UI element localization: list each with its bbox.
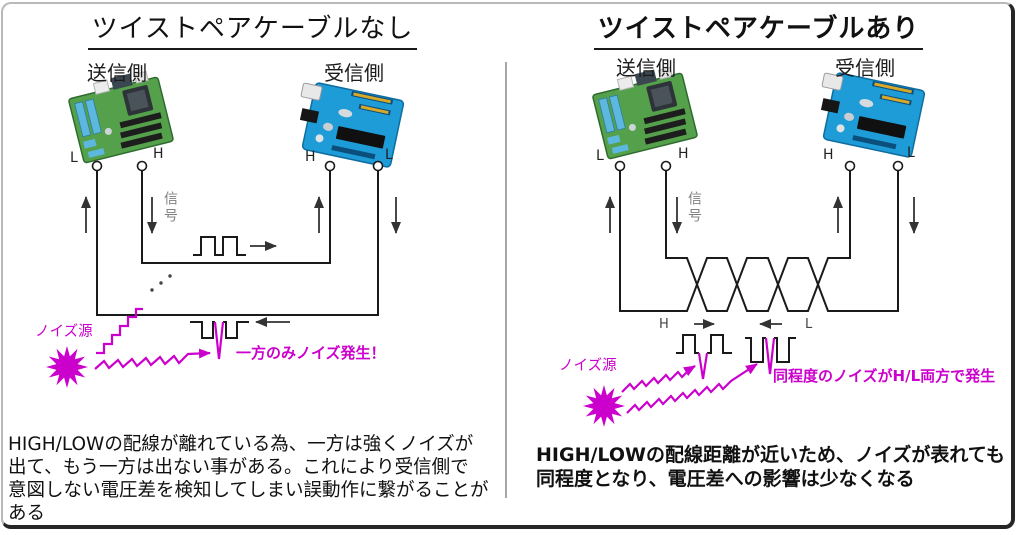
direction-arrows xyxy=(81,196,401,327)
noisy-waveform xyxy=(190,321,249,339)
inner-high-wire xyxy=(141,170,331,264)
right-noise-source-label: ノイズ源 xyxy=(559,358,617,374)
left-description: HIGH/LOWの配線が離れている為、一方は強くノイズが 出て、もう一方は出ない… xyxy=(8,434,489,524)
twisted-low-wire xyxy=(619,170,899,312)
left-sender-label: 送信側 xyxy=(87,61,147,85)
left-signal-label: 信号 xyxy=(162,191,178,225)
noise-spike xyxy=(764,337,776,375)
noise-zigzag-up xyxy=(96,307,143,355)
low-waveform xyxy=(745,337,796,363)
right-panel-graphics xyxy=(583,62,926,427)
twisted-high-wire xyxy=(665,170,851,312)
right-noise-callout: 同程度のノイズがH/L両方で発生 xyxy=(773,367,996,385)
noise-spike xyxy=(697,352,709,380)
terminal-label-h: H xyxy=(305,149,316,165)
twist-wire-label-l: L xyxy=(805,317,813,332)
left-panel-title: ツイストペアケーブルなし xyxy=(0,8,505,50)
terminal-label-h: H xyxy=(153,146,164,162)
noise-zigzag-arrow xyxy=(94,348,211,370)
terminal-label-l: L xyxy=(70,150,78,166)
terminal-circles xyxy=(91,160,384,172)
terminal-circles xyxy=(614,160,904,172)
noise-zigzag-arrow xyxy=(621,365,696,393)
terminal-label-l: L xyxy=(907,145,915,161)
left-receiver-label: 受信側 xyxy=(324,61,384,85)
panel-divider xyxy=(505,62,507,498)
right-receiver-label: 受信側 xyxy=(835,56,895,80)
direction-arrows xyxy=(605,196,919,329)
left-noise-source-label: ノイズ源 xyxy=(35,324,93,340)
right-description: HIGH/LOWの配線距離が近いため、ノイズが表れても 同程度となり、電圧差への… xyxy=(536,444,1005,490)
noise-spike xyxy=(213,321,225,360)
left-panel-graphics xyxy=(46,66,405,388)
radiation-dots xyxy=(150,274,172,292)
terminal-label-h: H xyxy=(823,147,834,163)
terminal-label-l: L xyxy=(385,147,393,163)
noise-burst-icon xyxy=(583,385,625,427)
right-panel-title: ツイストペアケーブルあり xyxy=(506,8,1011,50)
twist-wire-label-h: H xyxy=(659,317,669,332)
outer-low-wire xyxy=(96,170,379,316)
terminal-label-h: H xyxy=(678,146,689,162)
terminal-label-l: L xyxy=(596,148,604,164)
noise-burst-icon xyxy=(46,346,88,388)
left-noise-callout: 一方のみノイズ発生！ xyxy=(236,344,386,362)
right-sender-label: 送信側 xyxy=(616,56,676,80)
right-signal-label: 信号 xyxy=(686,191,702,225)
noise-zigzag-arrow xyxy=(626,363,758,414)
signal-waveform xyxy=(193,236,246,256)
high-waveform xyxy=(676,334,732,354)
